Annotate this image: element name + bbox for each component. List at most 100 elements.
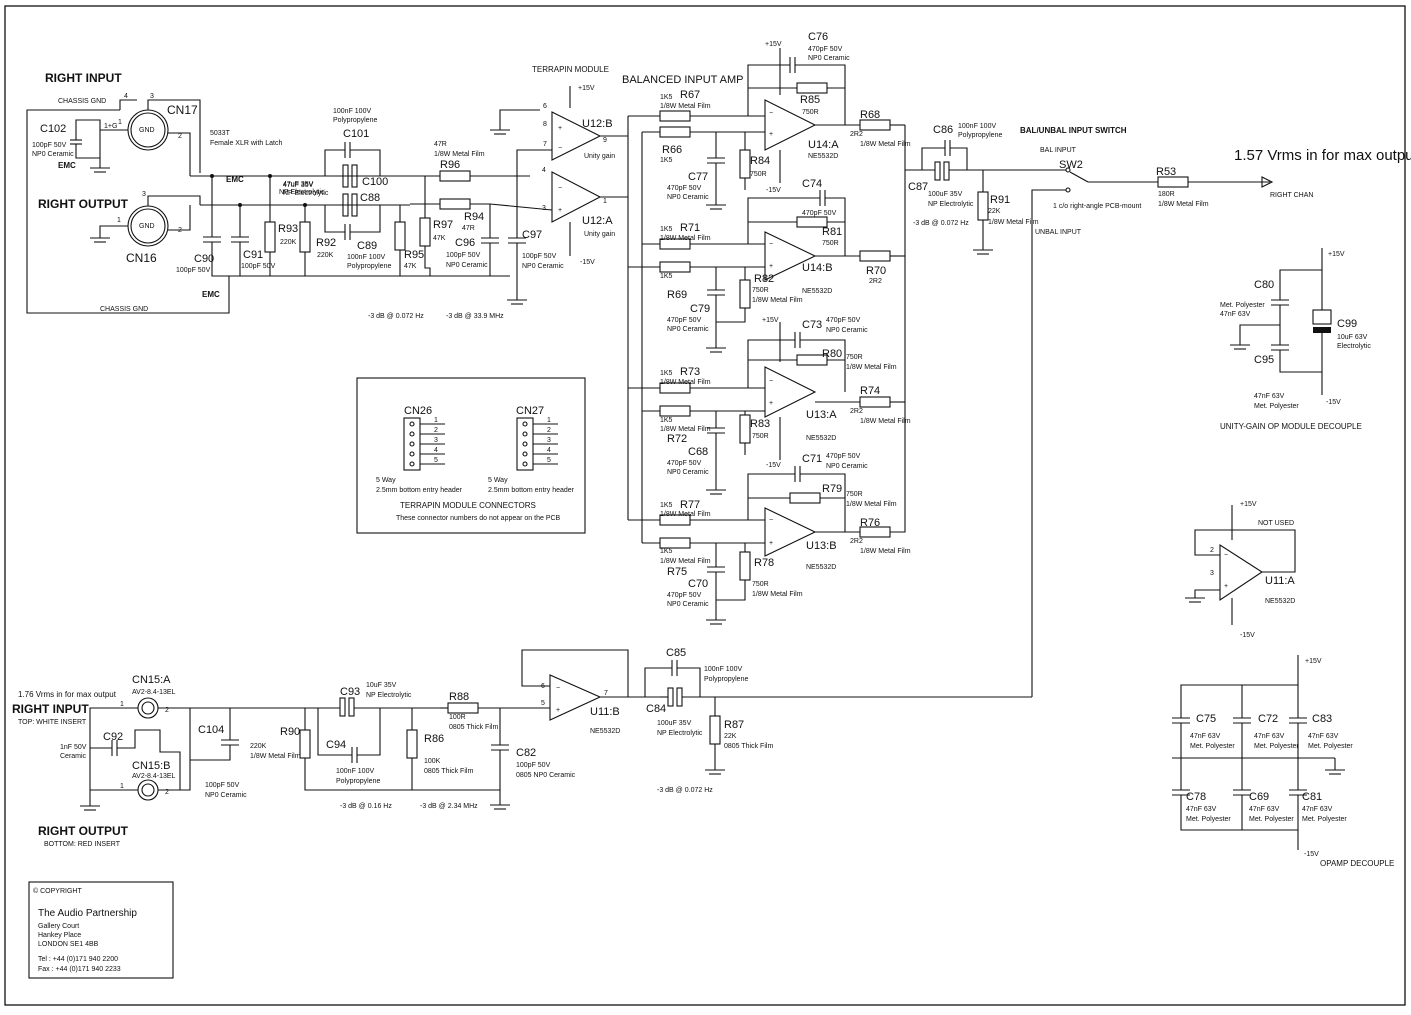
c85-ref: C85 bbox=[666, 647, 686, 659]
c84-ref: C84 bbox=[646, 703, 666, 715]
svg-text:LONDON SE1 4BB: LONDON SE1 4BB bbox=[38, 941, 99, 948]
r70-ref: R70 bbox=[866, 265, 886, 277]
svg-text:750R: 750R bbox=[750, 171, 767, 178]
svg-text:1/8W Metal Film: 1/8W Metal Film bbox=[846, 501, 897, 508]
svg-text:+: + bbox=[769, 540, 773, 547]
svg-text:1/8W Metal Film: 1/8W Metal Film bbox=[860, 548, 911, 555]
r93-ref: R93 bbox=[278, 223, 298, 235]
copyright-box: © COPYRIGHT The Audio Partnership Galler… bbox=[28, 881, 174, 979]
max-output-note: 1.57 Vrms in for max output bbox=[1234, 147, 1411, 164]
svg-text:+15V: +15V bbox=[578, 85, 595, 92]
svg-text:Met. Polyester: Met. Polyester bbox=[1254, 743, 1299, 750]
svg-text:47nF 63V: 47nF 63V bbox=[1186, 806, 1217, 813]
svg-text:NE5532D: NE5532D bbox=[590, 728, 620, 735]
svg-text:+15V: +15V bbox=[762, 317, 779, 324]
svg-text:3: 3 bbox=[142, 191, 146, 198]
c90-ref: C90 bbox=[194, 253, 214, 265]
cn27-ref: CN27 bbox=[516, 405, 544, 417]
svg-text:NP0 Ceramic: NP0 Ceramic bbox=[522, 263, 564, 270]
bottom-max-output: 1.76 Vrms in for max output bbox=[18, 690, 117, 699]
svg-text:+: + bbox=[1224, 583, 1228, 590]
svg-text:750R: 750R bbox=[802, 109, 819, 116]
svg-text:5: 5 bbox=[541, 700, 545, 707]
svg-text:NP0 Ceramic: NP0 Ceramic bbox=[826, 327, 868, 334]
svg-text:+: + bbox=[556, 707, 560, 714]
svg-text:0805 Thick Film: 0805 Thick Film bbox=[449, 724, 498, 731]
c76-ref: C76 bbox=[808, 31, 828, 43]
svg-text:1/8W Metal Film: 1/8W Metal Film bbox=[660, 511, 711, 518]
c91-ref: C91 bbox=[243, 249, 263, 261]
svg-text:7: 7 bbox=[543, 141, 547, 148]
svg-text:1/8W Metal Film: 1/8W Metal Film bbox=[846, 364, 897, 371]
svg-text:3: 3 bbox=[434, 437, 438, 444]
svg-text:750R: 750R bbox=[846, 491, 863, 498]
svg-text:1K5: 1K5 bbox=[660, 417, 673, 424]
r77-ref: R77 bbox=[680, 499, 700, 511]
svg-text:-15V: -15V bbox=[1304, 851, 1319, 858]
svg-text:NE5532D: NE5532D bbox=[802, 288, 832, 295]
bal-switch-heading: BAL/UNBAL INPUT SWITCH bbox=[1020, 126, 1127, 135]
c72-ref: C72 bbox=[1258, 713, 1278, 725]
svg-text:Fax : +44 (0)171 940 2233: Fax : +44 (0)171 940 2233 bbox=[38, 966, 121, 973]
svg-text:5 Way: 5 Way bbox=[376, 477, 396, 484]
c69-ref: C69 bbox=[1249, 791, 1269, 803]
svg-text:2R2: 2R2 bbox=[850, 408, 863, 415]
svg-text:220K: 220K bbox=[317, 252, 334, 259]
svg-text:Polypropylene: Polypropylene bbox=[336, 778, 380, 785]
c86-ref: C86 bbox=[933, 124, 953, 136]
svg-text:470pF 50V: 470pF 50V bbox=[802, 210, 837, 217]
svg-text:0805 NP0 Ceramic: 0805 NP0 Ceramic bbox=[516, 772, 576, 779]
svg-text:7: 7 bbox=[604, 690, 608, 697]
svg-text:22K: 22K bbox=[724, 733, 737, 740]
svg-text:47uF 35V: 47uF 35V bbox=[283, 181, 314, 188]
annotation-2: -3 dB @ 33.9 MHz bbox=[446, 313, 504, 320]
right-chan-label: RIGHT CHAN bbox=[1270, 192, 1313, 199]
svg-text:47uF 35V: 47uF 35V bbox=[283, 182, 314, 189]
svg-text:1: 1 bbox=[120, 701, 124, 708]
svg-text:Met. Polyester: Met. Polyester bbox=[1220, 302, 1265, 309]
r81-ref: R81 bbox=[822, 226, 842, 238]
svg-text:100uF 35V: 100uF 35V bbox=[657, 720, 692, 727]
sheet-border bbox=[4, 5, 1406, 1006]
opamp-decouple-heading: OPAMP DECOUPLE bbox=[1320, 859, 1394, 868]
c93-ref: C93 bbox=[340, 686, 360, 698]
svg-text:© COPYRIGHT: © COPYRIGHT bbox=[33, 887, 82, 895]
sw2-note: 1 c/o right-angle PCB-mount bbox=[1053, 203, 1141, 210]
emc-label-3: EMC bbox=[202, 290, 220, 299]
svg-text:100K: 100K bbox=[424, 758, 441, 765]
svg-text:NP Electrolytic: NP Electrolytic bbox=[657, 730, 703, 737]
terrapin-module: TERRAPIN MODULE +15V +− U12:B Unity gain… bbox=[489, 65, 628, 266]
r95-ref: R95 bbox=[404, 249, 424, 261]
svg-text:47K: 47K bbox=[404, 263, 417, 270]
svg-text:470pF 50V: 470pF 50V bbox=[826, 453, 861, 460]
svg-text:750R: 750R bbox=[752, 287, 769, 294]
c89-ref: C89 bbox=[357, 240, 377, 252]
r72-ref: R72 bbox=[667, 433, 687, 445]
svg-text:220K: 220K bbox=[250, 743, 267, 750]
svg-text:220K: 220K bbox=[280, 239, 297, 246]
chassis-gnd-label-bottom: CHASSIS GND bbox=[100, 306, 148, 313]
svg-text:47K: 47K bbox=[433, 235, 446, 242]
right-output-heading: RIGHT OUTPUT bbox=[38, 197, 129, 211]
svg-text:750R: 750R bbox=[752, 433, 769, 440]
svg-text:2.5mm bottom entry header: 2.5mm bottom entry header bbox=[488, 487, 575, 494]
svg-text:Met. Polyester: Met. Polyester bbox=[1249, 816, 1294, 823]
c92-ref: C92 bbox=[103, 731, 123, 743]
right-input-heading: RIGHT INPUT bbox=[45, 71, 122, 85]
r82-ref: R82 bbox=[754, 273, 774, 285]
svg-text:1/8W Metal Film: 1/8W Metal Film bbox=[752, 591, 803, 598]
r87-ref: R87 bbox=[724, 719, 744, 731]
bottom-right-output: RIGHT OUTPUT bbox=[38, 824, 129, 838]
svg-text:1/8W Metal Film: 1/8W Metal Film bbox=[660, 103, 711, 110]
svg-text:NP Electrolytic: NP Electrolytic bbox=[283, 190, 329, 197]
r83-ref: R83 bbox=[750, 418, 770, 430]
svg-text:1K5: 1K5 bbox=[660, 273, 673, 280]
svg-text:1/8W Metal Film: 1/8W Metal Film bbox=[860, 418, 911, 425]
svg-text:NP Electrolytic: NP Electrolytic bbox=[279, 189, 325, 196]
svg-text:1/8W Metal Film: 1/8W Metal Film bbox=[988, 219, 1039, 226]
svg-text:100pF 50V: 100pF 50V bbox=[205, 782, 240, 789]
c74-ref: C74 bbox=[802, 178, 822, 190]
svg-text:1/8W Metal Film: 1/8W Metal Film bbox=[434, 151, 485, 158]
